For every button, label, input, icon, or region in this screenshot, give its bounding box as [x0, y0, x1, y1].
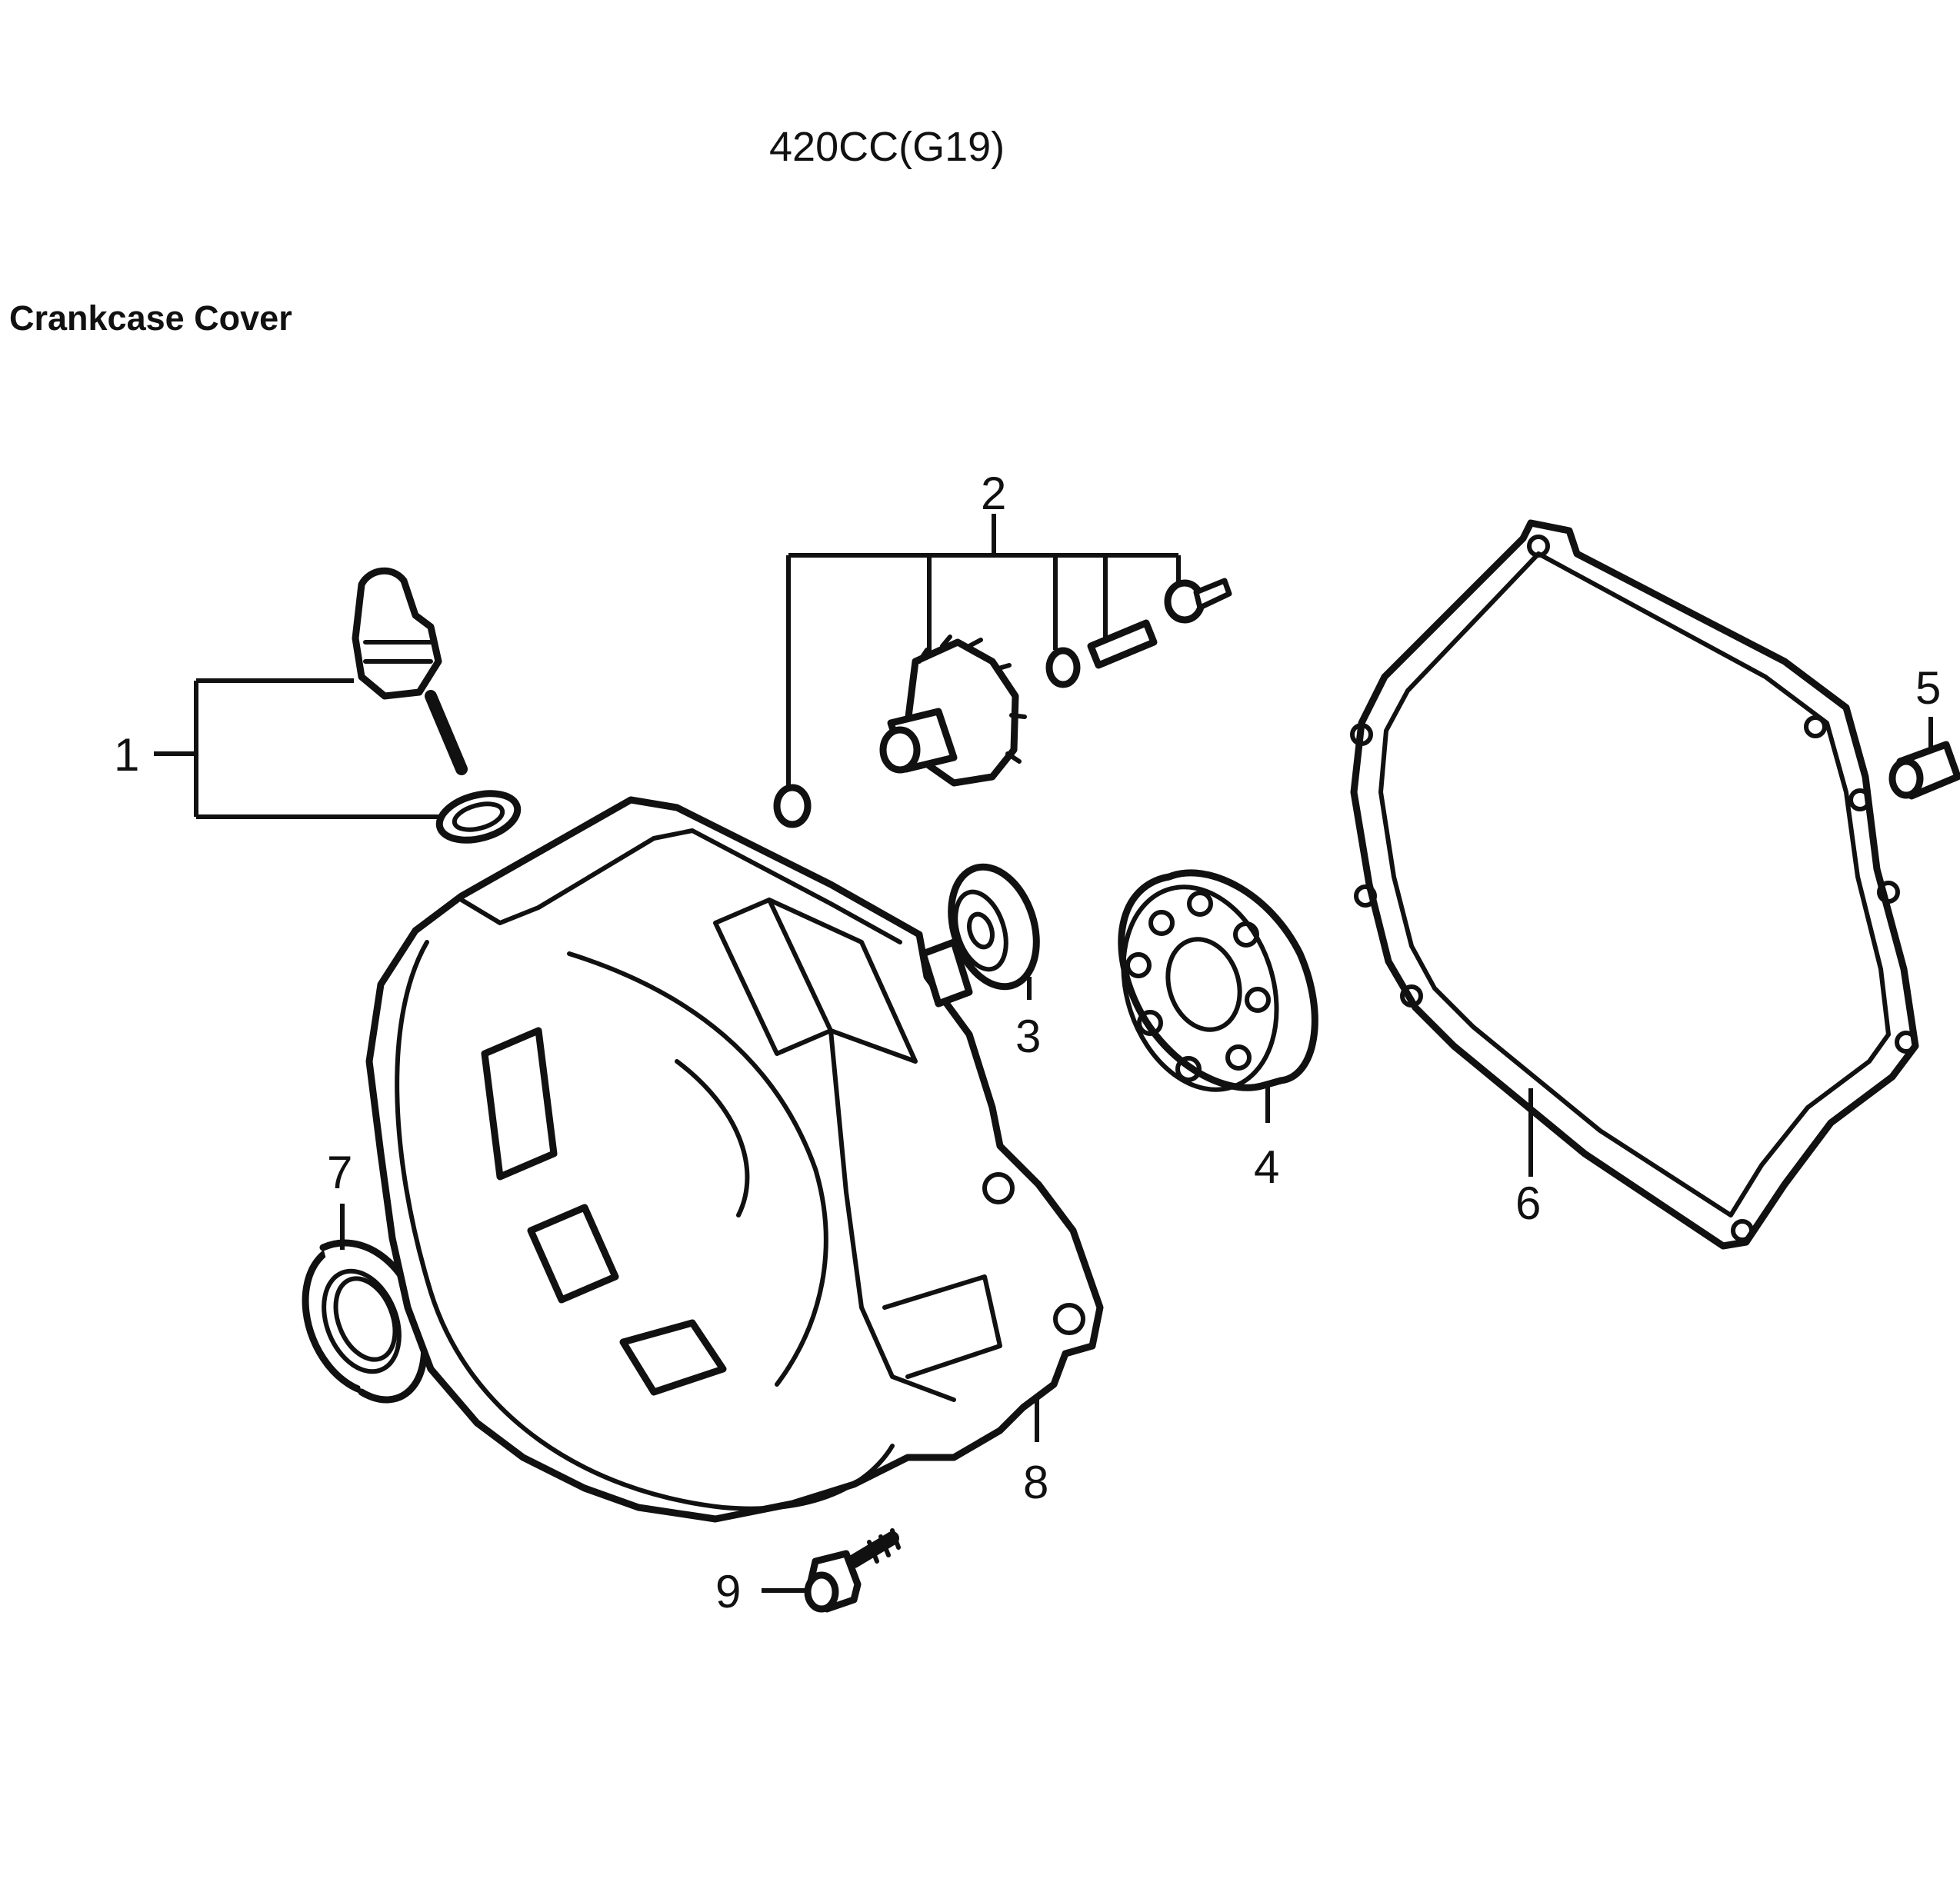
callout-label-5b: 5 [1915, 662, 1941, 714]
part-3-ball-bearing [948, 863, 1040, 991]
callout-6: 6 [1515, 1088, 1541, 1229]
callout-2: 2 [786, 468, 1181, 786]
callout-label-6: 6 [1515, 1178, 1541, 1229]
callout-label-9: 9 [715, 1566, 741, 1617]
part-1-oil-filler-cap [352, 567, 522, 844]
callout-1: 1 [114, 678, 438, 819]
callout-label-7: 7 [327, 1147, 352, 1198]
callout-label-8: 8 [1023, 1457, 1048, 1508]
callout-3: 3 [1015, 977, 1041, 1062]
callout-8: 8 [1023, 1400, 1048, 1508]
callout-4: 4 [1254, 1084, 1279, 1193]
part-4-main-bearing [1118, 869, 1318, 1092]
callout-9: 9 [715, 1566, 808, 1617]
callout-label-1: 1 [114, 729, 139, 781]
model-title: 420CC(G19) [769, 124, 1005, 170]
callout-7: 7 [327, 1147, 352, 1250]
part-9-flange-bolt [804, 1528, 901, 1613]
part-2-governor-assembly [773, 578, 1232, 828]
callout-label-2: 2 [981, 468, 1006, 519]
part-8-crankcase-cover [365, 796, 1104, 1523]
section-title: Crankcase Cover [9, 298, 292, 338]
part-6-gasket [1350, 519, 1919, 1250]
callout-label-4: 4 [1254, 1141, 1279, 1193]
part-5-dowel-pin-b [1888, 741, 1960, 800]
part-7-oil-seal [302, 1239, 428, 1404]
callout-label-3: 3 [1015, 1011, 1041, 1062]
